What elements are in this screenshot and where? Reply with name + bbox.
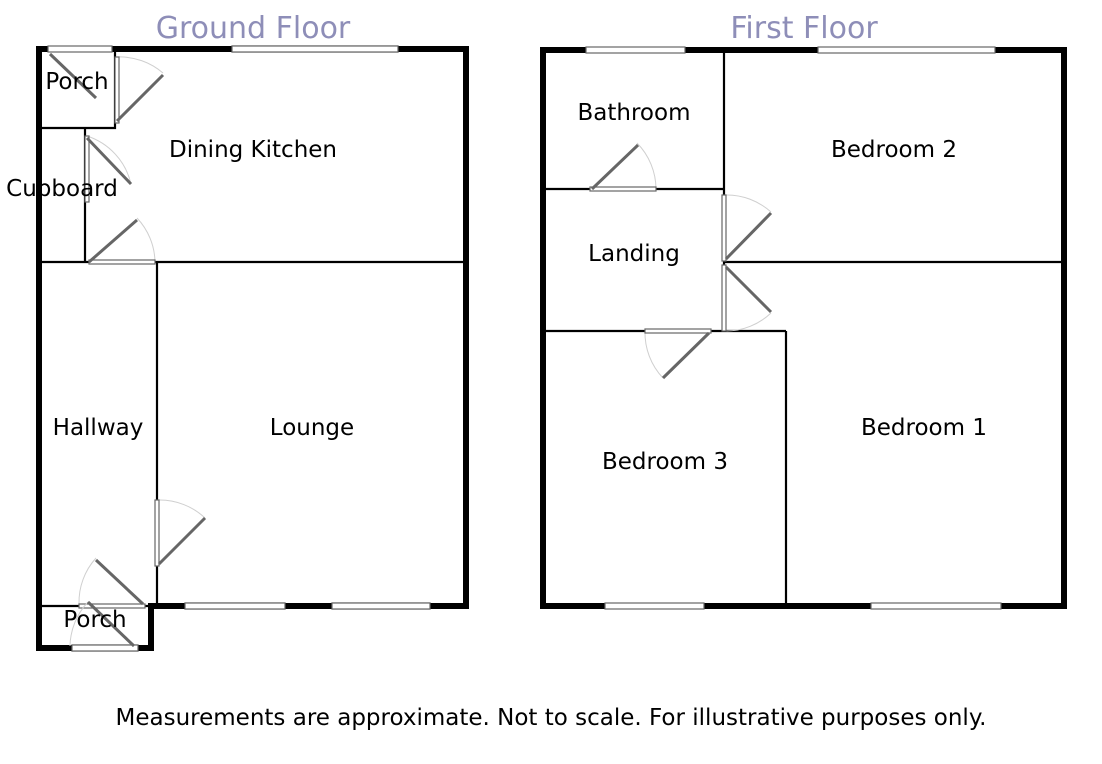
room-label-dining-kitchen: Dining Kitchen (169, 137, 337, 163)
door-bathroom (589, 142, 657, 192)
door-porch-kitchen (114, 56, 165, 124)
interior-wall (39, 49, 466, 608)
ground-floor-title: Ground Floor (156, 11, 351, 46)
room-label-lounge: Lounge (270, 415, 354, 441)
window (817, 46, 996, 54)
door-cupboard (84, 135, 133, 203)
door-hall-kitchen (88, 217, 156, 265)
door-front-porch (69, 557, 146, 648)
door-hall-lounge (154, 499, 207, 567)
room-label-landing: Landing (588, 241, 680, 267)
exterior-wall (540, 47, 1067, 609)
window (585, 46, 686, 54)
window (870, 602, 1002, 610)
room-label-bedroom-1: Bedroom 1 (861, 415, 987, 441)
room-label-porch-rear: Porch (45, 69, 108, 95)
first-floor-plan (540, 46, 1067, 610)
room-label-hallway: Hallway (53, 415, 144, 441)
room-label-porch-front: Porch (63, 607, 126, 633)
room-label-bathroom: Bathroom (578, 100, 691, 126)
first-floor-title: First Floor (730, 11, 878, 46)
room-label-bedroom-2: Bedroom 2 (831, 137, 957, 163)
disclaimer-text: Measurements are approximate. Not to sca… (116, 705, 987, 731)
window (604, 602, 705, 610)
door-porch-top (48, 52, 98, 100)
ground-floor-plan (36, 45, 469, 652)
door-bedroom-1 (721, 264, 773, 332)
door-bedroom-2 (721, 194, 773, 262)
room-label-cupboard: Cupboard (6, 176, 118, 202)
door-bedroom-3 (644, 328, 712, 380)
interior-wall (543, 50, 1064, 606)
room-label-bedroom-3: Bedroom 3 (602, 449, 728, 475)
